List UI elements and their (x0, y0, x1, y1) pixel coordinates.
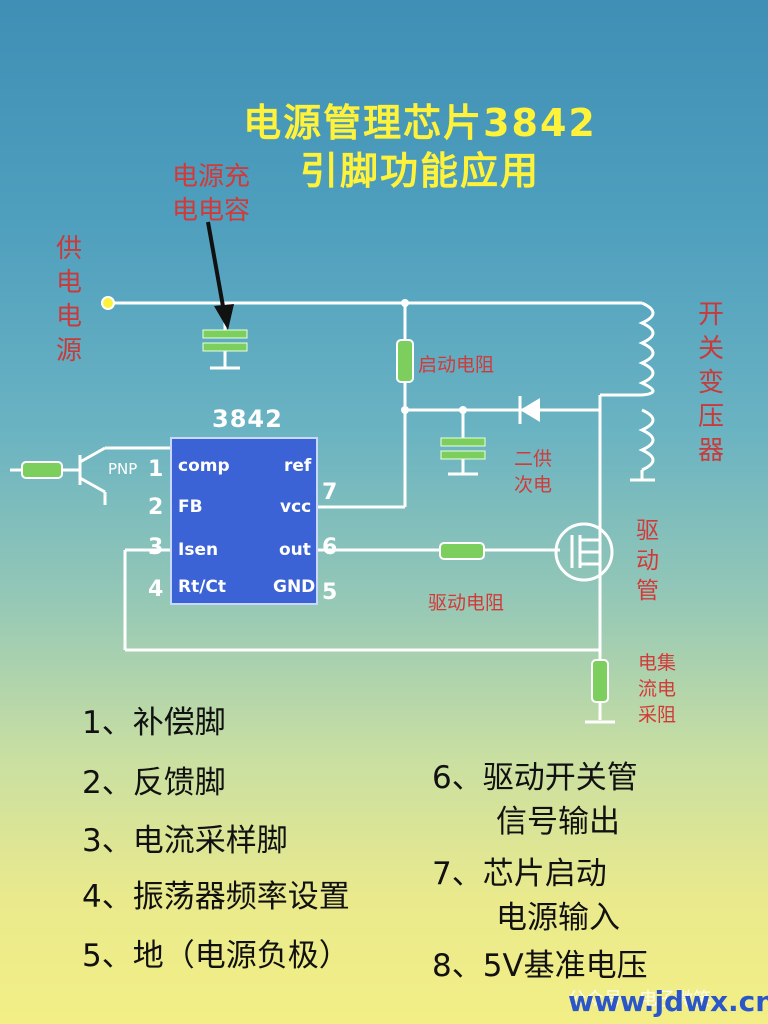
mosfet-symbol (554, 522, 614, 582)
sense-resistor (591, 659, 609, 703)
pin-number: 7 (322, 480, 338, 505)
supply-label: 供 电 电 源 (55, 234, 82, 366)
secondary-supply-label: 二供 次电 (514, 448, 553, 496)
diagram-title-line2: 引脚功能应用 (299, 149, 540, 193)
pin-number: 1 (148, 457, 164, 482)
cap-note-label: 电源充 电电容 (172, 162, 251, 226)
function-item: 8、5V基准电压 (432, 948, 648, 984)
pin-name: comp (178, 456, 230, 476)
drive-resistor-label: 驱动电阻 (428, 592, 505, 614)
rectifier-diode (520, 398, 540, 422)
pin-name: FB (178, 497, 203, 517)
function-item: 6、驱动开关管 (432, 760, 638, 796)
function-item: 2、反馈脚 (82, 765, 226, 801)
secondary-capacitor-plate-bottom (440, 450, 486, 460)
pin-number: 6 (322, 535, 338, 560)
input-resistor (21, 461, 63, 479)
pnp-label: PNP (108, 460, 138, 478)
drive-resistor (439, 542, 485, 560)
function-item: 3、电流采样脚 (82, 823, 288, 859)
function-item-continued: 电源输入 (496, 900, 620, 936)
chip-label: 3842 (212, 405, 283, 433)
watermark-account: 公众号 · 电子微笑 (568, 989, 712, 1010)
arrow-line (206, 221, 226, 313)
supply-node (101, 296, 115, 310)
start-resistor-label: 启动电阻 (418, 354, 495, 376)
function-item: 7、芯片启动 (432, 856, 607, 892)
pin-name: vcc (280, 497, 312, 517)
diagram-title-line1: 电源管理芯片3842 (243, 101, 597, 145)
pin-number: 5 (322, 580, 338, 605)
function-item: 5、地（电源负极） (82, 938, 350, 974)
start-resistor (396, 339, 414, 383)
ic-chip-3842 (170, 437, 318, 605)
transformer-label: 开 关 变 压 器 (697, 300, 724, 466)
pin-name: GND (273, 577, 316, 597)
watermark-site: www.jdwx.cn (568, 985, 768, 1018)
pin-name: out (279, 540, 311, 560)
transformer-coil (630, 301, 655, 482)
pin-name: Isen (178, 540, 219, 560)
function-item: 1、补偿脚 (82, 705, 226, 741)
current-sense-label: 电集 流电 采阻 (638, 652, 677, 726)
supply-capacitor-plate-top (202, 329, 248, 339)
supply-capacitor-plate-bottom (202, 342, 248, 352)
pin-number: 4 (148, 577, 164, 602)
function-item-continued: 信号输出 (496, 804, 620, 840)
driver-tube-label: 驱 动 管 (636, 518, 659, 604)
pin-name: Rt/Ct (178, 577, 227, 597)
pin-number: 3 (148, 535, 164, 560)
pin-number: 2 (148, 495, 164, 520)
function-item: 4、振荡器频率设置 (82, 879, 350, 915)
arrow-head (214, 304, 234, 330)
secondary-capacitor-plate-top (440, 437, 486, 447)
pin-name: ref (284, 456, 312, 476)
